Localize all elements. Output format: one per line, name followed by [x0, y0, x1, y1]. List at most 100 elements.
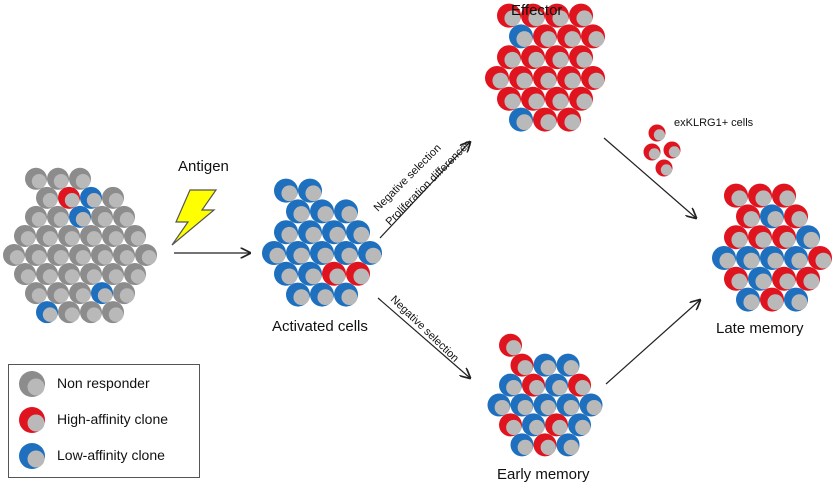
early-memory-blue-cell — [556, 353, 580, 377]
early-memory-blue-cell — [499, 373, 522, 397]
activated-blue-cell — [334, 282, 358, 307]
effector-red-cell — [521, 45, 545, 70]
early-memory-red-cell — [510, 353, 534, 377]
effector-red-cell — [569, 45, 593, 70]
activated-blue-cell — [286, 282, 310, 307]
effector-red-cell — [497, 86, 521, 111]
lightning-bolt-icon — [171, 189, 218, 246]
effector-red-cell — [533, 107, 557, 132]
late-memory-red-cell — [724, 183, 748, 208]
naive-gray-cell — [69, 167, 91, 190]
late-memory-red-cell — [748, 225, 772, 250]
activated-blue-cell — [298, 261, 322, 286]
late-memory-red-cell — [796, 266, 820, 291]
activated-blue-cell — [286, 241, 310, 265]
effector-red-cell — [545, 86, 569, 111]
legend-label: Non responder — [57, 375, 150, 391]
activated-blue-cell — [262, 241, 286, 265]
activated-blue-cell — [298, 178, 322, 203]
effector-red-cell — [497, 45, 521, 70]
negative-selection-bottom-label: Negative selection — [388, 294, 461, 365]
early-memory-red-cell — [568, 373, 591, 397]
naive-gray-cell — [58, 301, 80, 324]
naive-blue-cell — [69, 205, 91, 228]
late-memory-red-cell — [784, 204, 808, 229]
naive-gray-cell — [47, 205, 69, 228]
activated-cells-label: Activated cells — [272, 318, 368, 335]
naive-gray-cell — [25, 205, 47, 228]
naive-gray-cell — [102, 186, 124, 209]
naive-gray-cell — [113, 282, 135, 305]
late-memory-red-cell — [808, 246, 832, 270]
activated-blue-cell — [274, 261, 298, 286]
naive-gray-cell — [80, 301, 102, 324]
naive-gray-cell — [102, 301, 124, 324]
early-memory-blue-cell — [556, 393, 580, 417]
naive-gray-cell — [91, 205, 113, 228]
naive-gray-cell — [36, 224, 58, 247]
antigen-label: Antigen — [178, 158, 229, 175]
activated-blue-cell — [322, 220, 346, 245]
naive-gray-cell — [135, 244, 157, 266]
early-memory-blue-cell — [522, 413, 545, 437]
exklrg1-red-cell — [655, 159, 673, 177]
naive-gray-cell — [69, 282, 91, 305]
naive-gray-cell — [124, 224, 146, 247]
early-memory-blue-cell — [533, 393, 557, 417]
late-memory-red-cell — [760, 287, 784, 312]
late-memory-red-cell — [724, 225, 748, 250]
effector-blue-cell — [509, 24, 533, 49]
early-memory-red-cell — [499, 413, 522, 437]
effector-red-cell — [533, 66, 557, 90]
effector-red-cell — [569, 3, 593, 28]
late-memory-blue-cell — [784, 287, 808, 312]
exklrg1-red-cell — [643, 143, 661, 161]
naive-gray-cell — [25, 282, 47, 305]
activated-blue-cell — [310, 241, 334, 265]
effector-red-cell — [557, 24, 581, 49]
naive-gray-cell — [69, 244, 91, 266]
arrow-effector-to-late-memory — [603, 137, 696, 218]
activated-blue-cell — [286, 199, 310, 224]
early-memory-blue-cell — [545, 373, 568, 397]
activated-blue-cell — [298, 220, 322, 245]
naive-gray-cell — [58, 263, 80, 286]
activated-red-cell — [346, 261, 370, 286]
early-memory-red-cell — [499, 333, 522, 357]
exklrg1-red-cell — [663, 141, 681, 159]
late-memory-blue-cell — [736, 287, 760, 312]
late-memory-label: Late memory — [716, 320, 804, 337]
late-memory-red-cell — [748, 183, 772, 208]
legend-label: Low-affinity clone — [57, 447, 165, 463]
effector-red-cell — [569, 86, 593, 111]
early-memory-label: Early memory — [497, 466, 590, 483]
effector-red-cell — [545, 45, 569, 70]
naive-gray-cell — [58, 224, 80, 247]
late-memory-red-cell — [736, 204, 760, 229]
activated-blue-cell — [310, 282, 334, 307]
late-memory-blue-cell — [796, 225, 820, 250]
late-memory-red-cell — [772, 225, 796, 250]
naive-gray-cell — [102, 263, 124, 286]
effector-red-cell — [545, 3, 569, 28]
arrow-early-memory-to-late-memory — [605, 300, 700, 385]
naive-blue-cell — [36, 301, 58, 324]
late-memory-blue-cell — [784, 246, 808, 270]
naive-gray-cell — [124, 263, 146, 286]
effector-red-cell — [557, 66, 581, 90]
red-cell-icon — [19, 407, 45, 433]
naive-gray-cell — [102, 224, 124, 247]
activated-blue-cell — [358, 241, 382, 265]
exklrg1-cells-label: exKLRG1+ cells — [674, 117, 754, 129]
effector-red-cell — [557, 107, 581, 132]
legend-item-non-responder: Non responder — [9, 369, 199, 399]
early-memory-blue-cell — [579, 393, 603, 417]
activated-blue-cell — [274, 220, 298, 245]
late-memory-blue-cell — [712, 246, 736, 270]
late-memory-red-cell — [772, 183, 796, 208]
legend: Non responder High-affinity clone Low-af… — [8, 364, 200, 478]
late-memory-blue-cell — [736, 246, 760, 270]
legend-item-high-affinity: High-affinity clone — [9, 405, 199, 435]
effector-blue-cell — [509, 107, 533, 132]
